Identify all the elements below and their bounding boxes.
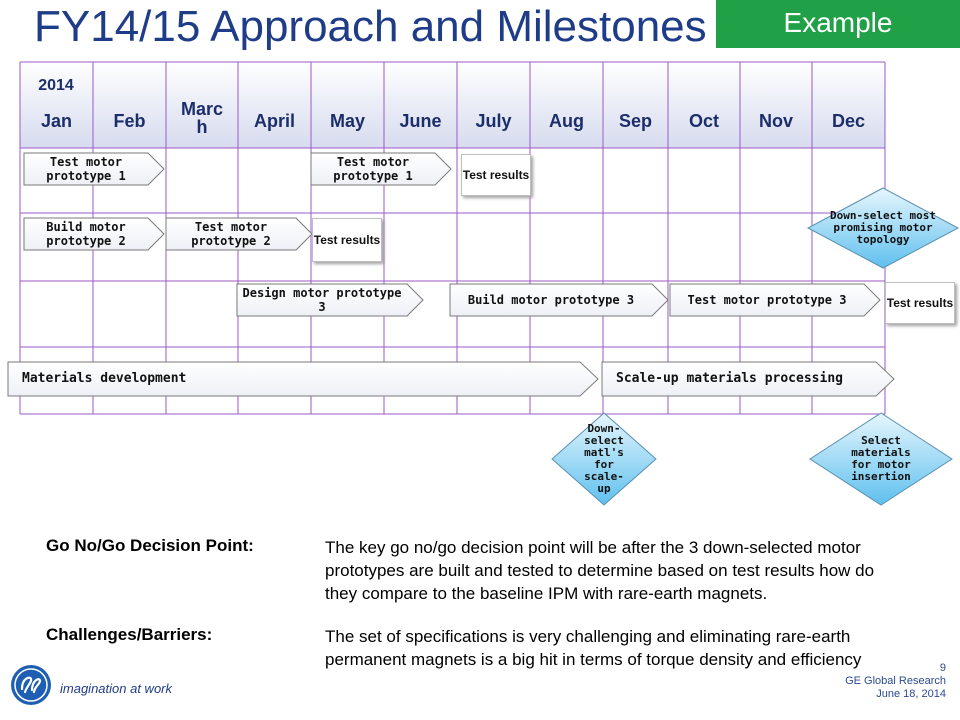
- task-arrow-build-prototype-3: Build motor prototype 3: [449, 283, 669, 317]
- timeline-header-row: [20, 62, 885, 148]
- task-label: Build motor prototype 3: [467, 293, 635, 307]
- decision-label: Select materials for motor insertion: [851, 434, 911, 483]
- month-header: April: [253, 111, 295, 131]
- test-results-box-july: Test results: [461, 154, 531, 196]
- month-header: Aug: [549, 111, 584, 131]
- task-label: Test motor prototype 1: [46, 155, 126, 183]
- month-header: Dec: [831, 111, 866, 131]
- test-results-box-may: Test results: [312, 218, 382, 262]
- month-header: Sep: [618, 111, 652, 131]
- month-header: June: [399, 111, 442, 131]
- ge-monogram-logo-icon: [11, 665, 51, 705]
- decision-label: Down-select matl's for scale-up: [584, 422, 624, 495]
- task-label: Test motor prototype 1: [333, 155, 413, 183]
- task-arrow-materials-development: Materials development: [7, 361, 599, 397]
- page-title: FY14/15 Approach and Milestones: [34, 2, 707, 51]
- task-label: Build motor prototype 2: [46, 220, 126, 248]
- example-badge: Example: [716, 0, 960, 48]
- test-results-box-dec: Test results: [885, 282, 955, 324]
- go-no-go-text: The key go no/go decision point will be …: [325, 538, 875, 603]
- task-label: Materials development: [22, 371, 187, 386]
- footer-date: June 18, 2014: [876, 688, 946, 700]
- month-header: Oct: [688, 111, 719, 131]
- month-header: May: [329, 111, 365, 131]
- task-label: Test motor prototype 3: [687, 293, 847, 307]
- month-header: July: [475, 111, 512, 131]
- task-arrow-test-prototype-1-jan: Test motor prototype 1: [23, 152, 165, 186]
- month-header: Jan: [40, 111, 73, 131]
- challenges-label: Challenges/Barriers:: [46, 625, 213, 644]
- month-header: Nov: [758, 111, 793, 131]
- decision-label: Down-select most promising motor topolog…: [830, 209, 936, 246]
- decision-diamond-topology: Down-select most promising motor topolog…: [806, 187, 960, 269]
- decision-diamond-matls: Down-select matl's for scale-up: [551, 412, 657, 506]
- task-arrow-test-prototype-1-may: Test motor prototype 1: [310, 152, 452, 186]
- task-label: Design motor prototype 3: [242, 286, 402, 314]
- task-arrow-test-prototype-2: Test motor prototype 2: [165, 217, 313, 251]
- year-label: 2014: [38, 77, 74, 94]
- tagline: imagination at work: [60, 681, 172, 696]
- task-arrow-test-prototype-3: Test motor prototype 3: [669, 283, 881, 317]
- footer-org: GE Global Research: [845, 675, 946, 687]
- decision-diamond-materials-insertion: Select materials for motor insertion: [809, 412, 953, 506]
- task-label: Test motor prototype 2: [191, 220, 271, 248]
- task-label: Scale-up materials processing: [616, 371, 843, 386]
- go-no-go-label: Go No/Go Decision Point:: [46, 536, 254, 555]
- page-number: 9: [939, 662, 946, 674]
- month-header: Feb: [113, 111, 146, 131]
- task-arrow-scale-up-materials: Scale-up materials processing: [601, 361, 895, 397]
- challenges-text: The set of specifications is very challe…: [325, 627, 862, 669]
- task-arrow-design-prototype-3: Design motor prototype 3: [236, 283, 424, 317]
- month-header: Marc h: [180, 99, 224, 137]
- task-arrow-build-prototype-2: Build motor prototype 2: [23, 217, 165, 251]
